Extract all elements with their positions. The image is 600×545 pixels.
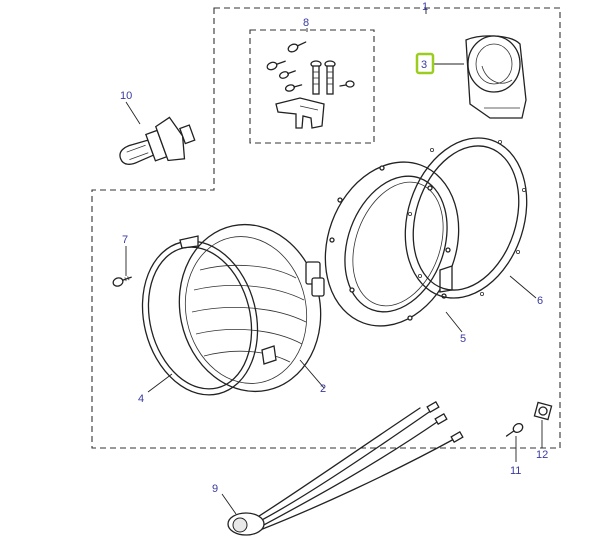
assembly-boundary-1 [91,7,561,449]
fixing-kit-parts [266,41,355,129]
screw-part-7 [112,276,132,287]
fixing-kit-box-8 [249,29,375,144]
bulb-part-10 [119,116,196,165]
callout-5[interactable]: 5 [460,333,466,345]
leader-lines [125,8,543,515]
headlamp-cup-part-3 [465,35,527,119]
callout-8[interactable]: 8 [303,17,309,29]
callout-10[interactable]: 10 [120,90,132,102]
headlamp-unit-part-2 [178,223,325,393]
callout-7[interactable]: 7 [122,234,128,246]
wiring-harness-part-9 [227,401,464,536]
callout-4[interactable]: 4 [138,393,144,405]
callout-3[interactable]: 3 [421,59,427,71]
callout-2[interactable]: 2 [320,383,326,395]
clip-nut-part-12 [533,401,553,421]
callout-1[interactable]: 1 [422,1,428,13]
retaining-ring-part-4 [141,235,259,396]
callout-highlight-box [415,52,435,75]
mounting-ring-part-5 [324,161,460,327]
callout-12[interactable]: 12 [536,449,548,461]
callout-11[interactable]: 11 [510,465,521,477]
gasket-part-6 [404,137,528,299]
callout-6[interactable]: 6 [537,295,543,307]
callout-9[interactable]: 9 [212,483,218,495]
screw-part-11 [505,422,524,437]
